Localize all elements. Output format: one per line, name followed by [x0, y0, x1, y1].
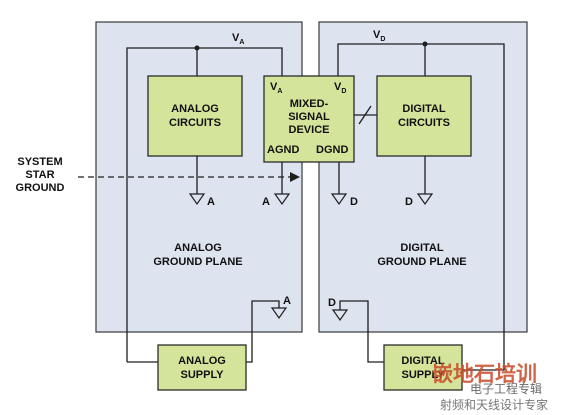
star-ground-label-2: STAR: [25, 169, 54, 181]
digital-supply-label-1: DIGITAL: [401, 355, 444, 367]
digital-circuits-label-2: CIRCUITS: [398, 117, 450, 129]
analog-supply-label-2: SUPPLY: [180, 369, 224, 381]
analog-circuits-label-2: CIRCUITS: [169, 117, 221, 129]
ground-symbol-d2-icon: [416, 193, 434, 206]
star-ground-arrow-icon: [290, 172, 300, 182]
analog-supply-block: [157, 344, 247, 391]
digital-supply-label-2: SUPPLY: [401, 369, 445, 381]
agnd-label: AGND: [267, 144, 299, 156]
ground-symbol-a2-icon: [273, 193, 291, 206]
analog-plane-label-2: GROUND PLANE: [153, 256, 242, 268]
digital-ground-plane: [318, 21, 528, 333]
digital-circuits-label-1: DIGITAL: [402, 103, 445, 115]
mixed-signal-label-2: SIGNAL: [288, 111, 330, 123]
star-ground-label-1: SYSTEM: [17, 156, 62, 168]
analog-plane-label-1: ANALOG: [174, 242, 222, 254]
watermark-bottom: 射频和天线设计专家: [440, 397, 548, 412]
mixed-va-label: VA: [270, 81, 282, 95]
mixed-signal-device-block: [263, 75, 355, 163]
watermark-small: 电子工程专辑: [470, 381, 542, 396]
analog-circuits-label-1: ANALOG: [171, 103, 219, 115]
vd-rail-label: VD: [373, 29, 385, 43]
va-rail-label: VA: [232, 32, 244, 46]
va-node-dot: [194, 45, 200, 51]
digital-plane-label-2: GROUND PLANE: [377, 256, 466, 268]
ground-d2-label: D: [405, 196, 413, 208]
analog-supply-wire: [126, 47, 283, 362]
digital-supply-wire: [337, 43, 505, 371]
ground-symbol-a1-icon: [188, 193, 206, 206]
dgnd-label: DGND: [316, 144, 348, 156]
digital-circuits-block: [376, 75, 472, 157]
watermark-big: 嵌地石培训: [432, 362, 537, 386]
ground-analog-plane-label: A: [283, 295, 291, 307]
mixed-signal-label-1: MIXED-: [290, 98, 329, 110]
mixed-vd-label: VD: [334, 81, 346, 95]
ground-symbol-d1-icon: [330, 193, 348, 206]
ground-d1-label: D: [350, 196, 358, 208]
analog-circuits-block: [147, 75, 243, 157]
ground-a1-label: A: [207, 196, 215, 208]
digital-plane-label-1: DIGITAL: [400, 242, 443, 254]
bus-slash: [358, 105, 372, 125]
analog-supply-return-wire: [246, 300, 280, 363]
digital-supply-block: [383, 344, 463, 391]
star-ground-label-3: GROUND: [16, 182, 65, 194]
analog-supply-label-1: ANALOG: [178, 355, 226, 367]
ground-symbol-analog-plane-icon: [270, 307, 288, 320]
vd-node-dot: [422, 41, 428, 47]
ground-digital-plane-label: D: [328, 297, 336, 309]
ground-symbol-digital-plane-icon: [331, 309, 349, 322]
digital-supply-return-wire: [339, 300, 384, 363]
mixed-signal-label-3: DEVICE: [289, 124, 330, 136]
ground-a2-label: A: [262, 196, 270, 208]
